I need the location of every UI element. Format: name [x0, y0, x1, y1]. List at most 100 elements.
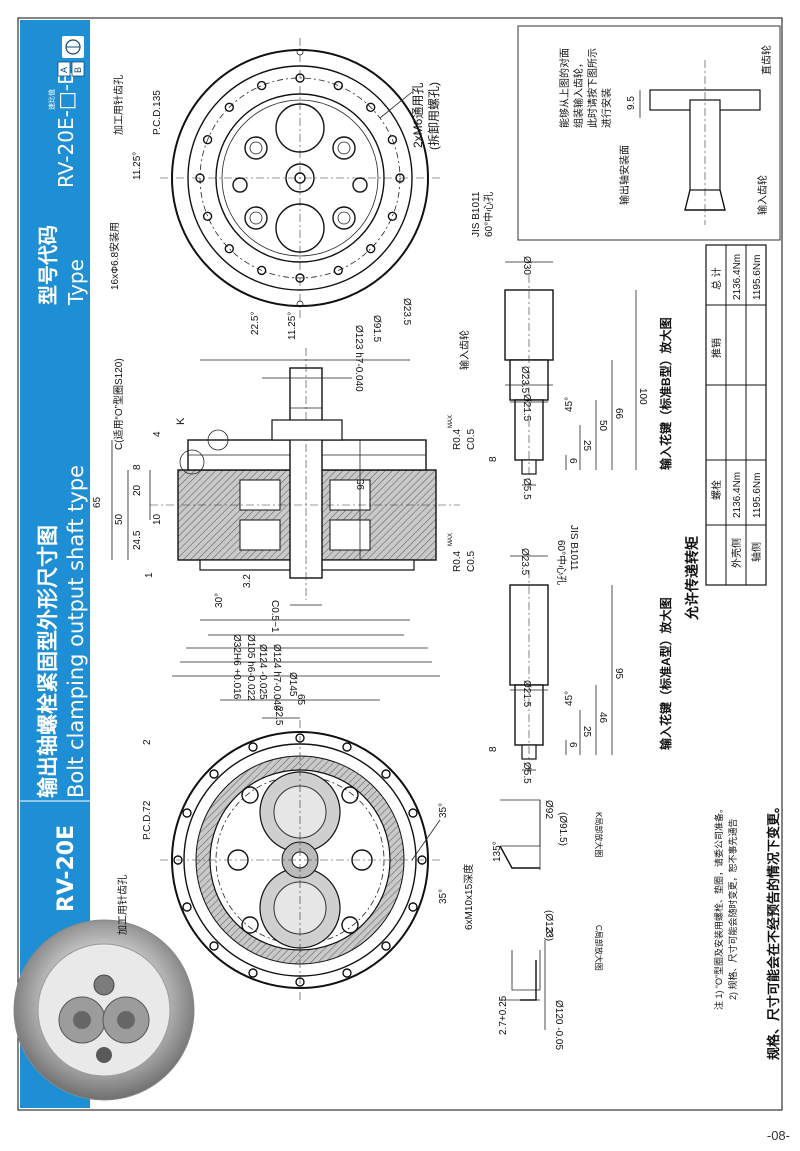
- side-d23: Ø23.5: [401, 298, 412, 326]
- shaft-b-jis: JIS B1011: [471, 191, 482, 237]
- shaft-a-25: 25: [581, 726, 592, 738]
- side-dim-95: 95: [356, 478, 367, 490]
- top-tap-note: (拆卸用螺孔): [426, 82, 441, 150]
- shaft-b-d235: Ø23.5: [519, 366, 530, 394]
- shaft-a-6: 6: [567, 742, 578, 748]
- side-d124b: Ø124 h7-0.040: [271, 644, 282, 711]
- bottom-end-view: [160, 699, 441, 1000]
- assembly-drawing: [639, 60, 761, 225]
- bottom-tap-label: 6xM10x15深度: [462, 864, 475, 930]
- top-pcd-label: P.C.D.135: [152, 90, 163, 135]
- top-hole-label: 加工用针齿孔: [112, 75, 125, 135]
- side-c05-top: C0.5: [466, 428, 477, 450]
- assembly-dim-95: 9.5: [626, 96, 637, 110]
- shaft-b-8: 8: [488, 456, 499, 462]
- torque-row2-total: 1195.6Nm: [752, 255, 763, 300]
- shaft-b-d215: Ø21.5: [521, 394, 532, 422]
- title-banner-divider: [20, 800, 90, 802]
- top-tap-label: 2xM6通用孔: [411, 83, 425, 148]
- assembly-note-2: 组装输入齿轮，: [572, 58, 585, 128]
- spec-icon: [62, 36, 84, 58]
- side-dim-4: 4: [152, 431, 163, 437]
- torque-header-bolt: 螺栓: [710, 480, 723, 500]
- title-cn: 输出轴螺栓紧固型外形尺寸图: [36, 525, 60, 798]
- detail-k: [499, 799, 541, 870]
- shaft-b-66: 66: [613, 408, 624, 420]
- torque-header-pin: 推销: [710, 338, 723, 358]
- shaft-b-caption: 输入花键（标准B型）放大图: [658, 317, 673, 470]
- side-dim-10: 10: [152, 513, 163, 525]
- detail-c-d120: Ø120 -0.05: [553, 1000, 564, 1050]
- side-section-view: [111, 348, 460, 677]
- shaft-b-drawing: [504, 261, 637, 486]
- assembly-note-1: 能够从上图的对面: [558, 48, 571, 128]
- product-photo: [13, 919, 195, 1101]
- assembly-box: [517, 25, 781, 241]
- title-en: Bolt clamping output shaft type: [64, 465, 88, 798]
- side-max-top: MAX: [448, 415, 454, 428]
- assembly-spur: 直齿轮: [760, 45, 773, 75]
- side-r04-bot: R0.4: [452, 550, 463, 572]
- side-dim-32: 3.2: [242, 574, 253, 588]
- detail-c-27: 2.7+0.25: [498, 995, 509, 1035]
- sheet-border: [17, 17, 783, 1111]
- shaft-b-50: 50: [597, 420, 608, 432]
- detail-k-d92: Ø92: [543, 800, 554, 819]
- detail-c-label: C局部放大图: [594, 925, 604, 971]
- bottom-pcd: P.C.D.72: [142, 800, 153, 840]
- type-cn: 型号代码: [36, 225, 60, 305]
- shaft-a-d215: Ø21.5: [521, 680, 532, 708]
- side-angle-30: 30°: [214, 593, 225, 608]
- torque-table: [705, 244, 767, 586]
- torque-title: 允许传递转矩: [684, 536, 700, 621]
- shaft-a-8: 8: [488, 746, 499, 752]
- torque-header-total: 总 计: [710, 267, 723, 290]
- page-number: -08-: [766, 1128, 790, 1143]
- svg-text:B: B: [73, 67, 83, 73]
- side-dim-65: 65: [92, 496, 103, 508]
- shaft-b-6: 6: [567, 458, 578, 464]
- model-label: RV-20E: [54, 825, 79, 912]
- detail-c: [500, 940, 546, 1030]
- assembly-note-3: 此时请按下图所示: [586, 48, 599, 128]
- type-code-boxes: A B: [57, 61, 85, 77]
- bottom-hole-label: 加工用针齿孔: [116, 875, 129, 935]
- shaft-a-angle: 45°: [564, 691, 575, 706]
- detail-k-d915: (Ø91.5): [557, 812, 568, 846]
- detail-c-3: 3°: [543, 928, 554, 938]
- ratio-label: 速比值: [47, 89, 56, 110]
- footer-note: 规格、尺寸可能会在不经预告的情况下变更。: [766, 800, 781, 1060]
- side-d105: Ø105 h6-0.022: [245, 634, 256, 701]
- torque-row2-bolt: 1195.6Nm: [752, 473, 763, 518]
- side-d124a: Ø124 -0.025: [257, 644, 268, 700]
- detail-k-angle: 135°: [492, 841, 503, 862]
- assembly-install: 输出轴安装面: [618, 145, 631, 205]
- side-dim-20: 20: [132, 484, 143, 496]
- note-2: 2) 规格、尺寸可能会随时变更，恕不事先通告: [727, 818, 738, 1000]
- bottom-dim-65: 65: [295, 694, 306, 706]
- bottom-dim-225: 22.5: [273, 706, 284, 726]
- shaft-a-46: 46: [597, 712, 608, 724]
- top-angle-1: 11.25°: [132, 152, 143, 180]
- shaft-a-95: 95: [613, 668, 624, 680]
- top-end-view: [160, 38, 440, 318]
- side-c05-1: C0.5~1: [269, 600, 280, 633]
- side-c05-bot: C0.5: [466, 550, 477, 572]
- type-code: RV-20E-□-B: [54, 71, 78, 188]
- side-d91: Ø91.5: [371, 315, 382, 343]
- side-d145: Ø145: [287, 672, 298, 697]
- side-d123: Ø123 h7-0.040: [353, 325, 364, 392]
- side-d32: Ø32H6 +0.016: [231, 634, 242, 700]
- torque-row2-label: 轴侧: [750, 542, 763, 562]
- side-c-note: C(适用“O”型圈S120): [112, 358, 125, 450]
- side-k: K: [175, 417, 187, 425]
- shaft-b-angle: 45°: [564, 397, 575, 412]
- torque-row1-label: 外壳侧: [730, 538, 743, 568]
- side-max-bot: MAX: [448, 533, 454, 546]
- shaft-b-d30: Ø30: [521, 256, 532, 275]
- torque-row1-bolt: 2136.4Nm: [732, 472, 743, 518]
- side-dim-245: 24.5: [132, 530, 143, 550]
- side-dim-50: 50: [114, 513, 125, 525]
- outer-holes: [173, 733, 427, 987]
- shaft-a-d55: Ø5.5: [521, 762, 532, 784]
